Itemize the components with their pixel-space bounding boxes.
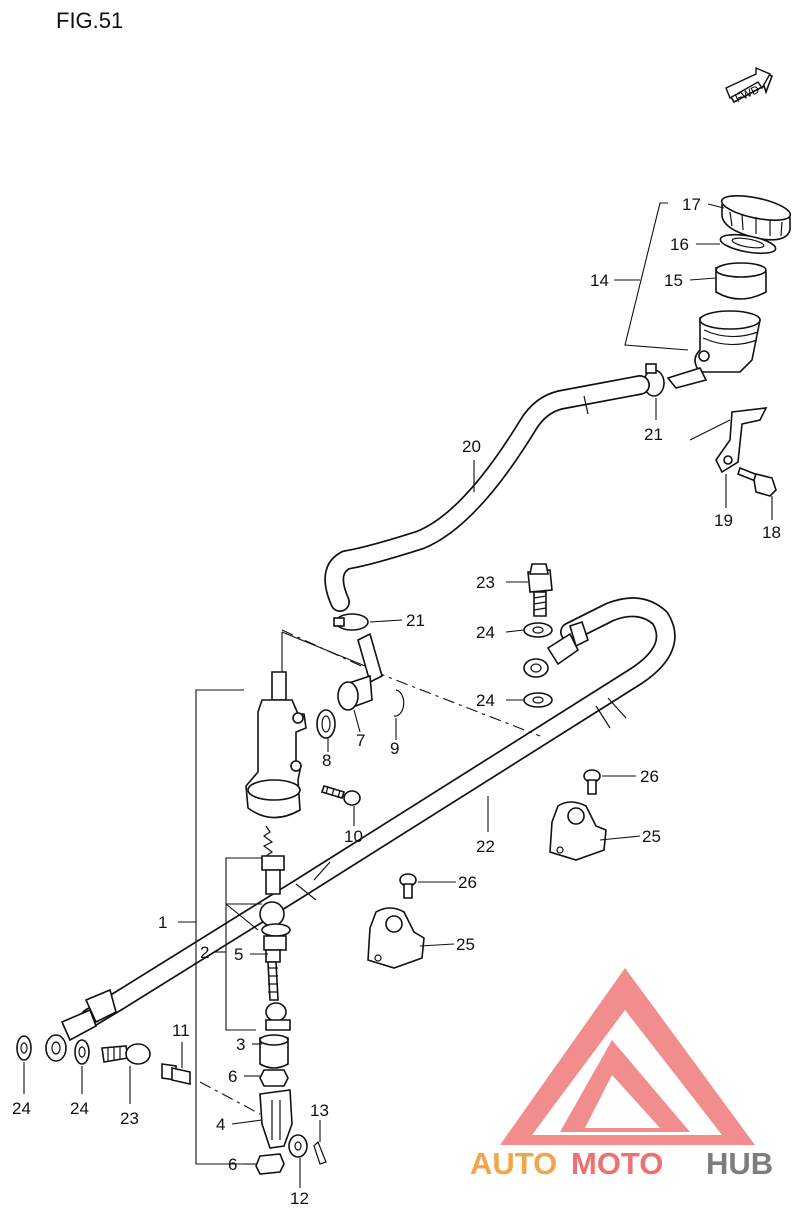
callout-11: 11 [172, 1021, 190, 1040]
reservoir-body [666, 310, 761, 389]
washer-24-b [523, 692, 553, 708]
callout-3: 3 [236, 1035, 245, 1054]
callout-21-upper: 21 [644, 425, 663, 444]
watermark-moto: MOTO [571, 1146, 663, 1181]
hose-clamp-upper [643, 363, 665, 397]
reservoir-cap [720, 195, 792, 241]
callout-19: 19 [714, 511, 733, 530]
callout-21-lower: 21 [406, 611, 425, 630]
o-ring-8 [316, 709, 336, 739]
callout-labels: 1 2 3 4 5 6 6 7 8 9 10 11 12 13 14 15 16… [12, 195, 781, 1208]
fwd-arrow-icon: FWD [725, 66, 774, 105]
watermark-wordmark: AUTO MOTO HUB [470, 1146, 773, 1181]
callout-24-c: 24 [12, 1099, 31, 1118]
pushrod [265, 961, 291, 1031]
reservoir-diaphragm [715, 262, 767, 300]
reservoir-plate [719, 233, 777, 255]
screw-26-upper [583, 769, 601, 795]
callout-13: 13 [310, 1101, 329, 1120]
callout-24-b: 24 [476, 691, 495, 710]
reservoir-bracket [689, 407, 768, 474]
watermark-logo [500, 968, 755, 1145]
piston-kit [259, 825, 291, 963]
callout-9: 9 [390, 739, 399, 758]
hose-banjo-upper [523, 620, 589, 678]
nut-6-upper [259, 1069, 289, 1087]
banjo-bolt-lower [101, 1043, 151, 1065]
callout-16: 16 [670, 235, 689, 254]
callout-6-upper: 6 [228, 1067, 237, 1086]
callout-23-lower: 23 [120, 1109, 139, 1128]
callout-5: 5 [234, 945, 243, 964]
hose-guide-upper [549, 801, 607, 861]
watermark-hub: HUB [706, 1146, 773, 1181]
callout-4: 4 [216, 1115, 225, 1134]
callout-25-lower: 25 [456, 935, 475, 954]
watermark-auto: AUTO [470, 1146, 557, 1181]
leader-lines [23, 203, 773, 1188]
leader-14 [624, 202, 689, 351]
nut-6-lower [255, 1153, 285, 1175]
callout-6-lower: 6 [228, 1155, 237, 1174]
callout-26-upper: 26 [640, 767, 659, 786]
banjo-bolt-upper [527, 563, 553, 617]
hose-banjo-lower [45, 988, 117, 1062]
inlet-connector [337, 632, 383, 711]
washer-24-d [74, 1039, 90, 1065]
callout-14: 14 [590, 271, 609, 290]
callout-22: 22 [476, 837, 495, 856]
boot [259, 1034, 289, 1069]
dash-line-upper [281, 629, 541, 737]
callout-2: 2 [200, 943, 209, 962]
callout-25-upper: 25 [642, 827, 661, 846]
washer-12 [288, 1134, 308, 1158]
callout-17: 17 [682, 195, 701, 214]
washer-24-a [523, 622, 553, 638]
callout-20: 20 [462, 437, 481, 456]
hose-clamp-lower [333, 613, 369, 631]
circlip-9 [393, 689, 405, 717]
callout-8: 8 [322, 751, 331, 770]
master-cylinder [245, 671, 307, 819]
hose-guide-lower [367, 907, 425, 969]
callout-26-lower: 26 [458, 873, 477, 892]
callout-1: 1 [158, 913, 167, 932]
callout-10: 10 [344, 827, 363, 846]
reservoir-hose [324, 375, 650, 612]
clevis [259, 1089, 293, 1149]
callout-24-a: 24 [476, 623, 495, 642]
figure-title: FIG.51 [56, 8, 123, 33]
callout-18: 18 [762, 523, 781, 542]
washer-24-c [16, 1035, 32, 1061]
callout-12: 12 [290, 1189, 309, 1208]
callout-15: 15 [664, 271, 683, 290]
brake-hose [80, 597, 676, 1028]
bolt-18 [737, 466, 777, 497]
callout-24-d: 24 [70, 1099, 89, 1118]
screw-10 [320, 785, 361, 806]
callout-7: 7 [356, 731, 365, 750]
callout-23-upper: 23 [476, 573, 495, 592]
clevis-pin [161, 1063, 191, 1085]
dash-line-lower [199, 1081, 261, 1115]
screw-26-lower [399, 873, 417, 899]
cotter-pin [313, 1140, 327, 1165]
